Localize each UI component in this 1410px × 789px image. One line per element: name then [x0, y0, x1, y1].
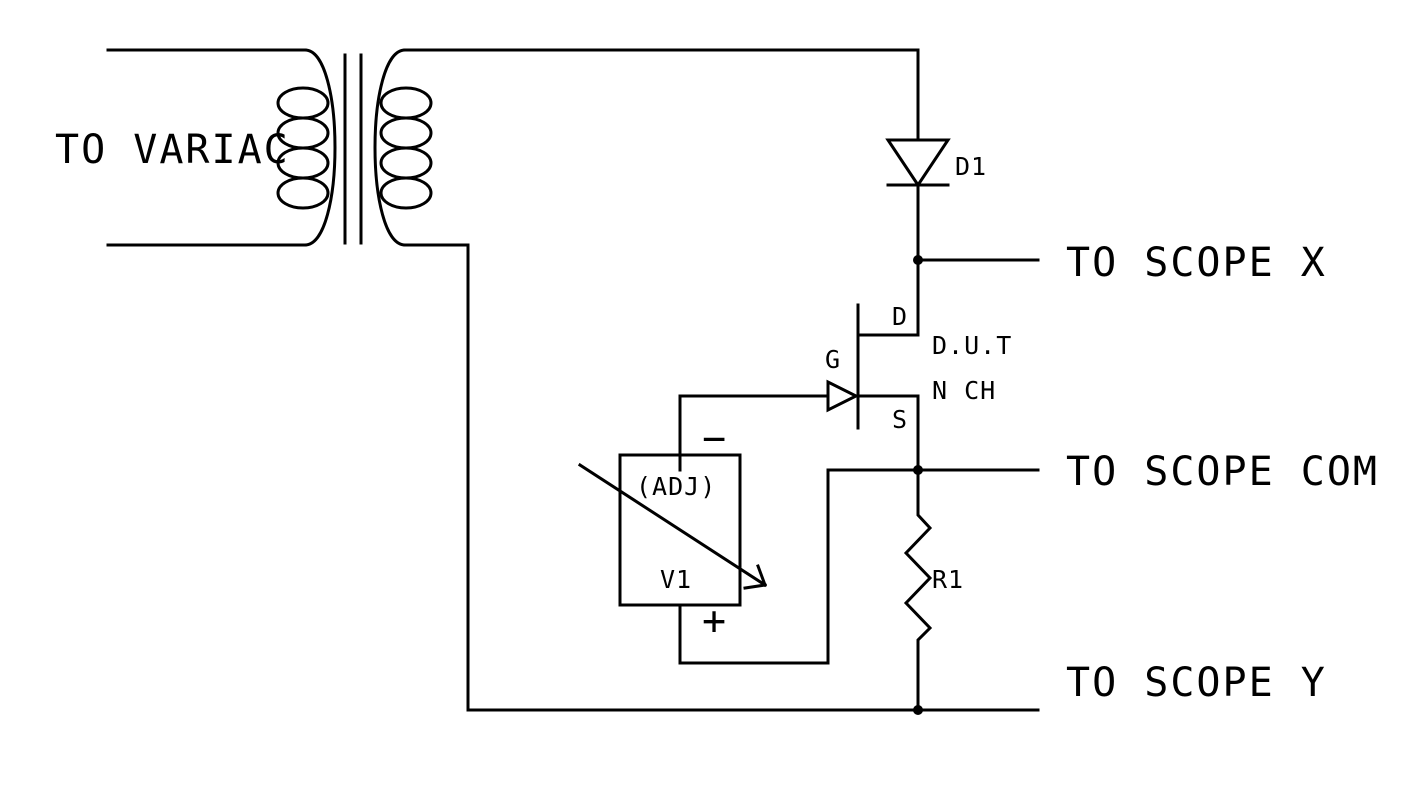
junction-dot-y	[913, 705, 923, 715]
drain-label: D	[892, 302, 908, 331]
junction-dot-x	[913, 255, 923, 265]
adj-label: (ADJ)	[636, 472, 716, 501]
transformer	[106, 48, 433, 247]
r1-label: R1	[932, 565, 964, 594]
adjustable-source-v1	[577, 453, 1040, 665]
mosfet-dut	[678, 303, 920, 472]
d1-label: D1	[955, 152, 987, 181]
dut-label: D.U.T	[932, 331, 1012, 360]
resistor-r1	[903, 468, 933, 712]
secondary-top-wire	[403, 48, 920, 142]
secondary-coil-loops	[379, 86, 433, 210]
variac-label: TO VARIAC	[55, 127, 290, 173]
minus-label: −	[702, 416, 728, 462]
gate-label: G	[825, 345, 841, 374]
scope-com-label: TO SCOPE COM	[1066, 449, 1379, 495]
secondary-bottom-wire	[403, 243, 1040, 712]
nch-label: N CH	[932, 376, 996, 405]
plus-label: +	[702, 598, 728, 644]
primary-coil-loops	[276, 86, 330, 210]
scope-x-label: TO SCOPE X	[1066, 240, 1327, 286]
source-label: S	[892, 405, 908, 434]
secondary-coil-outer	[373, 48, 407, 247]
scope-y-label: TO SCOPE Y	[1066, 660, 1327, 706]
primary-coil-outer	[303, 48, 337, 247]
v1-label: V1	[660, 565, 692, 594]
